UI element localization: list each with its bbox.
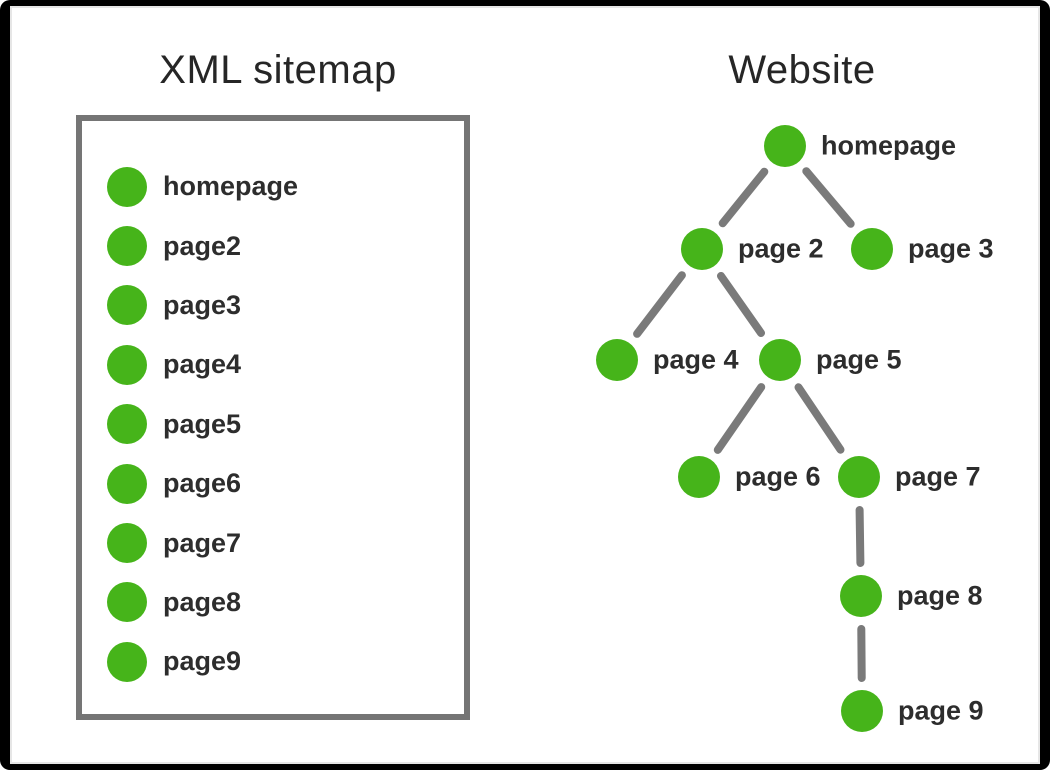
tree-node-label: homepage — [821, 130, 957, 161]
sitemap-item-label: page5 — [163, 408, 242, 439]
sitemap-list-item: page4 — [82, 335, 464, 394]
tree-edge-page5-page7 — [794, 383, 845, 454]
tree-edge-page2-page5 — [717, 272, 765, 337]
tree-edge-page5-page6 — [713, 383, 766, 454]
tree-node-label: page 4 — [653, 344, 739, 375]
tree-edge-homepage-page3 — [802, 167, 855, 228]
sitemap-item-label: page7 — [163, 527, 242, 558]
tree-node-page6 — [678, 456, 720, 498]
tree-edge-page2-page4 — [633, 271, 686, 338]
tree-node-label: page 8 — [897, 580, 983, 611]
sitemap-item-label: page2 — [163, 230, 242, 261]
website-title: Website — [728, 48, 876, 92]
tree-node-label: page 5 — [816, 344, 902, 375]
tree-node-label: page 2 — [738, 233, 824, 264]
page-dot-icon — [107, 285, 147, 326]
tree-edges-layer — [633, 167, 866, 682]
page-dot-icon — [107, 404, 147, 445]
tree-node-page9 — [841, 690, 883, 732]
sitemap-list-item: page2 — [82, 216, 464, 275]
xml-sitemap-title: XML sitemap — [159, 48, 397, 92]
page-dot-icon — [107, 523, 147, 564]
tree-node-page7 — [838, 456, 880, 498]
sitemap-list: homepage page2 page3 page4 page5 page6 page7 pa… — [82, 121, 464, 692]
sitemap-item-label: page4 — [163, 349, 242, 380]
tree-node-label: page 6 — [735, 461, 821, 492]
sitemap-list-item: page7 — [82, 513, 464, 572]
tree-edge-homepage-page2 — [718, 167, 769, 228]
sitemap-list-item: page6 — [82, 454, 464, 513]
sitemap-list-item: page3 — [82, 276, 464, 335]
sitemap-item-label: page6 — [163, 468, 242, 499]
tree-node-page5 — [759, 339, 801, 381]
sitemap-box: homepage page2 page3 page4 page5 page6 page7 pa… — [76, 115, 470, 720]
diagram-canvas: XML sitemap Website homepage page2 page3 pa… — [10, 6, 1040, 764]
tree-node-homepage — [764, 125, 806, 167]
tree-node-page8 — [840, 575, 882, 617]
sitemap-list-item: page5 — [82, 395, 464, 454]
page-dot-icon — [107, 463, 147, 504]
sitemap-list-item: page8 — [82, 573, 464, 632]
tree-edge-page7-page8 — [855, 506, 865, 567]
page-dot-icon — [107, 641, 147, 682]
page-dot-icon — [107, 344, 147, 385]
tree-node-page2 — [681, 228, 723, 270]
sitemap-list-item: homepage — [82, 157, 464, 216]
sitemap-item-label: homepage — [163, 171, 299, 202]
tree-node-label: page 7 — [895, 461, 981, 492]
sitemap-item-label: page3 — [163, 289, 242, 320]
sitemap-list-item: page9 — [82, 632, 464, 691]
page-dot-icon — [107, 166, 147, 207]
tree-node-page3 — [851, 228, 893, 270]
tree-node-label: page 3 — [908, 233, 994, 264]
tree-node-page4 — [596, 339, 638, 381]
tree-node-label: page 9 — [898, 695, 984, 726]
page-dot-icon — [107, 226, 147, 267]
sitemap-item-label: page8 — [163, 586, 242, 617]
sitemap-item-label: page9 — [163, 646, 242, 677]
page-dot-icon — [107, 582, 147, 623]
